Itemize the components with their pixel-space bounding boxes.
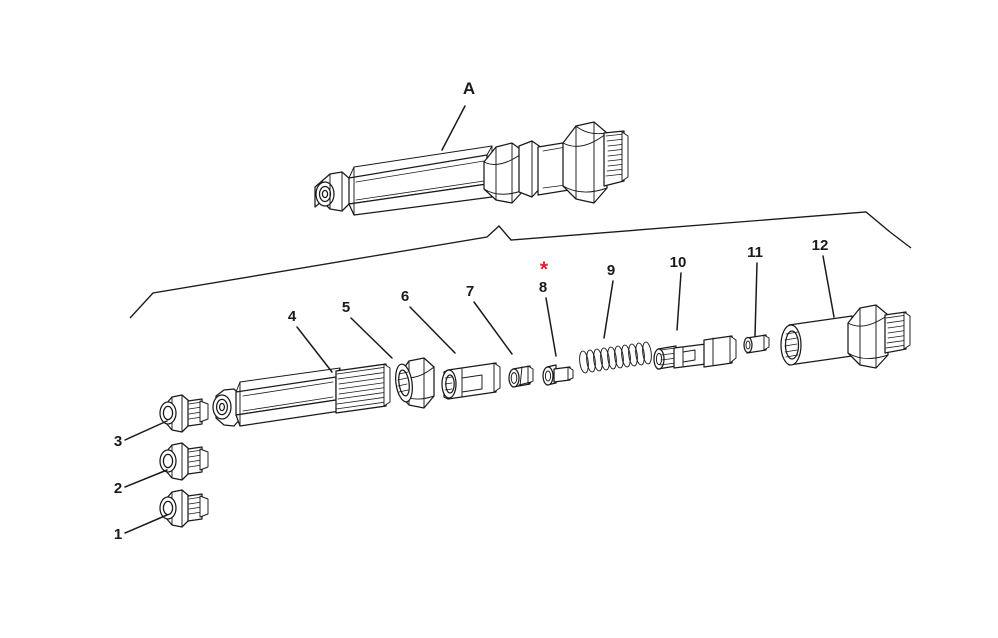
callout-label-a: A xyxy=(463,79,475,98)
callout-label-8: 8 xyxy=(539,279,547,296)
part-12-drawing xyxy=(780,304,911,369)
part-2-drawing xyxy=(159,442,209,481)
callout-label-6: 6 xyxy=(401,288,409,305)
assembly-right-hex xyxy=(562,121,608,204)
leader-6 xyxy=(409,306,456,354)
part-5-drawing xyxy=(395,357,435,409)
leader-11 xyxy=(754,262,758,337)
callout-label-11: 11 xyxy=(747,244,763,261)
leader-5 xyxy=(350,317,393,359)
leader-2 xyxy=(124,469,168,488)
leader-7 xyxy=(473,301,513,355)
assembly-hex-barrel xyxy=(348,145,493,216)
callout-label-2: 2 xyxy=(114,480,122,497)
bracket-left-arm xyxy=(129,211,891,319)
callout-label-3: 3 xyxy=(114,433,122,450)
assembly-center-collar xyxy=(483,140,543,204)
callout-label-7: 7 xyxy=(466,283,474,300)
bracket-right-tail xyxy=(889,231,912,249)
part-8-drawing xyxy=(542,364,574,386)
leader-4 xyxy=(296,326,333,373)
asterisk-marker: * xyxy=(540,258,549,281)
callout-label-4: 4 xyxy=(288,308,297,325)
leader-8 xyxy=(545,297,557,357)
callout-label-5: 5 xyxy=(342,299,350,316)
callout-leader-a xyxy=(441,105,466,151)
part-6-drawing xyxy=(441,362,501,400)
part-10-drawing xyxy=(653,335,737,370)
leader-12 xyxy=(822,255,835,318)
part-1-drawing xyxy=(159,489,209,528)
assembly-right-thread xyxy=(603,130,629,187)
callout-labels: 1 2 3 4 5 6 7 8 9 10 11 12 * xyxy=(114,237,829,543)
callout-label-12: 12 xyxy=(812,237,829,254)
assembly-left-cap xyxy=(314,171,351,212)
part-4-drawing xyxy=(212,363,391,427)
bracket-group xyxy=(129,211,912,319)
leader-9 xyxy=(603,280,614,339)
assembly-a-drawing: A xyxy=(314,79,629,216)
callout-label-10: 10 xyxy=(670,254,687,271)
part-3-drawing xyxy=(159,394,209,433)
leader-1 xyxy=(124,514,168,534)
callout-leaders xyxy=(124,255,835,534)
part-7-drawing xyxy=(508,365,534,388)
part-11-drawing xyxy=(743,334,770,354)
callout-label-9: 9 xyxy=(607,262,615,279)
assembly-mid-cylinder xyxy=(537,141,570,196)
part-9-drawing xyxy=(579,341,652,374)
leader-10 xyxy=(676,272,682,331)
leader-3 xyxy=(124,420,168,441)
callout-label-1: 1 xyxy=(114,526,122,543)
